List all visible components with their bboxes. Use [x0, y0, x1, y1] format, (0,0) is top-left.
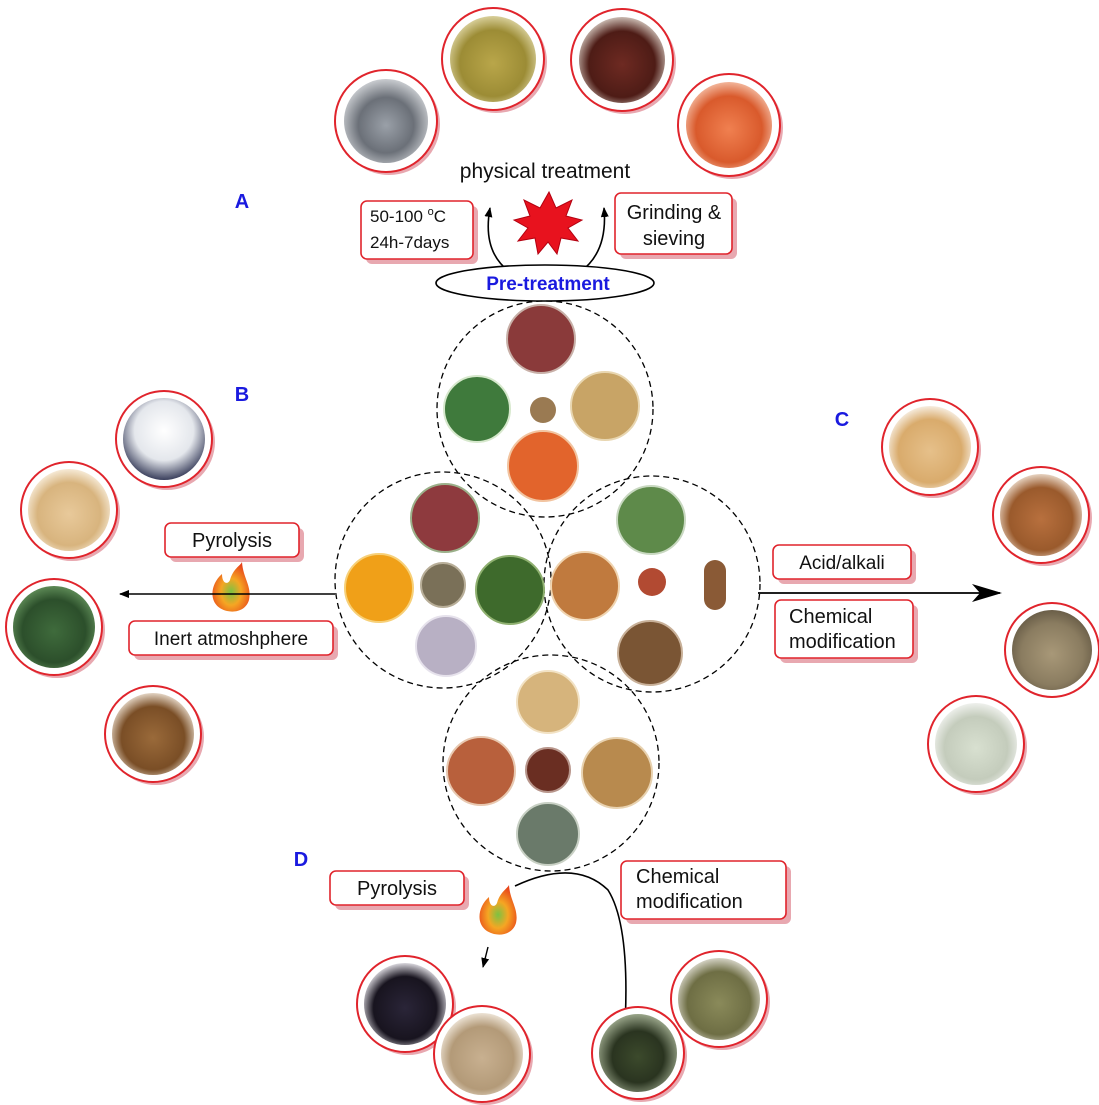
arrow-d-chemical — [515, 873, 626, 1025]
powder-photo-brown — [105, 686, 204, 785]
powder-photo-lighttan — [882, 399, 981, 498]
section-label-b: B — [235, 384, 249, 406]
powder-photo-green — [6, 579, 105, 678]
chemical-modification-box-c: Chemical modification — [775, 600, 918, 663]
acid-alkali-label: Acid/alkali — [799, 553, 885, 574]
biomass-photo-flower — [617, 486, 685, 554]
section-a: A physical treatment 50-100 — [235, 8, 783, 301]
chemical-modification-box-d: Chemical modification — [621, 861, 791, 924]
section-label-d: D — [294, 849, 308, 871]
pyrolysis-box-d: Pyrolysis — [330, 871, 469, 910]
section-label-c: C — [835, 409, 849, 431]
physical-treatment-label: physical treatment — [460, 160, 631, 183]
pyrolysis-label-d: Pyrolysis — [357, 878, 437, 900]
inert-atmosphere-box: Inert atmoshphere — [129, 621, 338, 660]
section-label-a: A — [235, 191, 249, 213]
powder-photo-orange — [678, 74, 783, 179]
biomass-photo-mixed-waste — [508, 431, 578, 501]
pyrolysis-label-b: Pyrolysis — [192, 530, 272, 552]
biomass-photo-petals — [638, 568, 666, 596]
biomass-photo-vegetable-scraps — [517, 803, 579, 865]
arrow-d-left — [483, 947, 488, 967]
biomass-photo-leaves — [444, 376, 510, 442]
biomass-photo-seeds — [530, 397, 556, 423]
pretreatment-label: Pre-treatment — [486, 274, 610, 295]
flame-icon — [212, 562, 249, 612]
grinding-sieving-box: Grinding & sieving — [615, 193, 737, 259]
modification-label-c: modification — [789, 631, 896, 653]
biomass-photo-tea — [704, 560, 726, 610]
powder-photo-white — [116, 391, 215, 490]
powder-photo-maroon — [571, 9, 676, 114]
powder-photo-olive — [442, 8, 547, 113]
inert-atmosphere-label: Inert atmoshphere — [154, 629, 308, 650]
biomass-photo-orange-fibers — [345, 554, 413, 622]
powder-photo-pale — [928, 696, 1027, 795]
biomass-photo-pebbles — [421, 563, 465, 607]
biomass-photo-red-algae — [411, 484, 479, 552]
biomass-photo-moss — [476, 556, 544, 624]
arrow-pretreatment-right — [580, 208, 605, 272]
biomass-photo-rice-husk — [517, 671, 579, 733]
powder-photo-greybrown — [671, 951, 770, 1050]
biomass-photo-cloves — [526, 748, 570, 792]
powder-photo-darkgreen — [592, 1007, 687, 1102]
chemical-label-c: Chemical — [789, 606, 872, 628]
section-b: B Pyrolysis — [6, 384, 338, 785]
biomass-photo-peels — [571, 372, 639, 440]
modification-label-d: modification — [636, 891, 743, 913]
powder-photo-sand — [434, 1006, 533, 1105]
temperature-duration-box: 50-100 oC 24h-7days — [361, 201, 478, 264]
arrow-pretreatment-left — [488, 208, 510, 272]
chemical-label-d: Chemical — [636, 866, 719, 888]
powder-photo-tan — [21, 462, 120, 561]
temperature-label: 50-100 oC — [370, 206, 446, 226]
biomass-photo-hazelnuts — [551, 552, 619, 620]
starburst-icon — [514, 192, 582, 254]
section-c: C Acid/alkali — [758, 399, 1099, 795]
pyrolysis-box-b: Pyrolysis — [165, 523, 304, 562]
temperature-value: 50-100 — [370, 207, 428, 226]
grinding-label: Grinding & — [627, 202, 722, 224]
biomass-photo-shells — [507, 305, 575, 373]
biomass-photo-straw — [582, 738, 652, 808]
acid-alkali-box: Acid/alkali — [773, 545, 916, 584]
powder-photo-rust — [993, 467, 1092, 566]
biomass-photo-sticks — [618, 621, 682, 685]
biomass-photo-peel-pieces — [447, 737, 515, 805]
biomass-clusters — [335, 301, 760, 871]
flame-icon-d — [479, 885, 516, 935]
sieving-label: sieving — [643, 228, 705, 250]
temperature-unit: C — [434, 207, 446, 226]
duration-label: 24h-7days — [370, 233, 449, 252]
biomass-photo-shell — [416, 616, 476, 676]
powder-photo-grey — [335, 70, 440, 175]
powder-photo-khaki — [1005, 603, 1099, 698]
